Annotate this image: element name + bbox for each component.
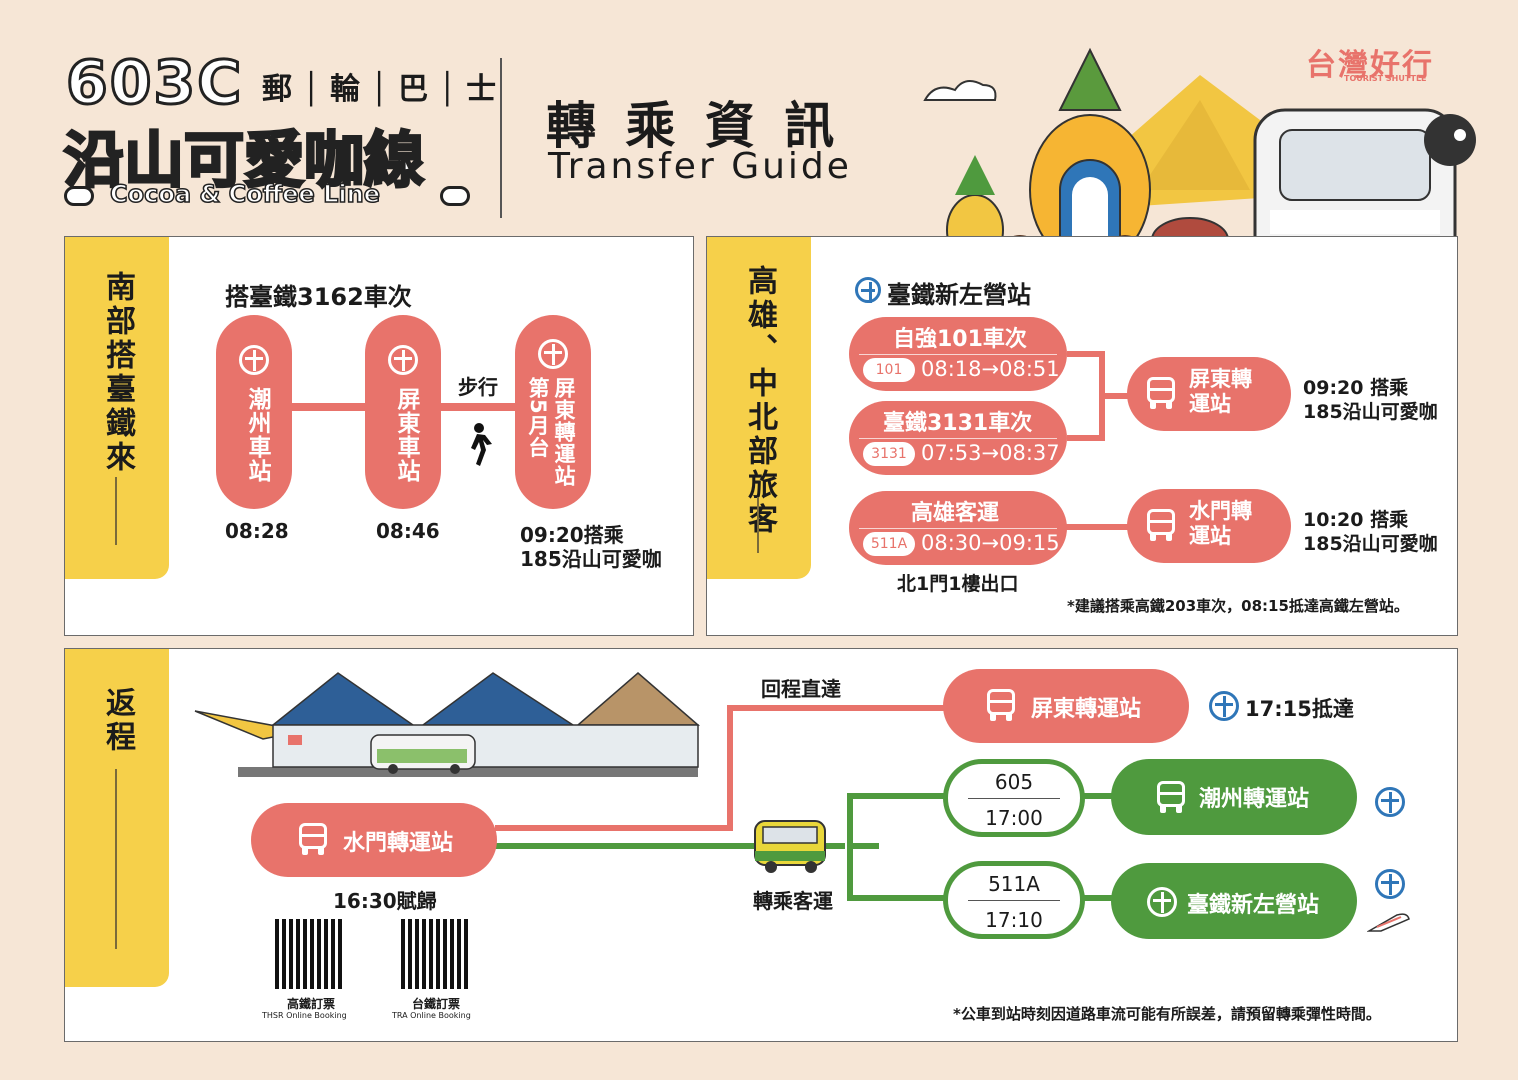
brand-logo-en: TOURIST SHUTTLE — [1344, 74, 1427, 83]
direct-label: 回程直達 — [761, 677, 841, 701]
tra-qr-label: 台鐵訂票 — [412, 997, 461, 1011]
return-panel: 返程 水門轉運站 16:30賦歸 回程直達 屏東轉運站 17:15抵達 — [64, 648, 1458, 1042]
railway-icon — [1375, 787, 1405, 817]
transfer-label: 轉乘客運 — [753, 889, 833, 913]
thsr-qr-code[interactable] — [275, 919, 345, 989]
line-name-en-bar: Cocoa & Coffee Line — [64, 179, 472, 212]
return-origin-time: 16:30賦歸 — [333, 889, 437, 913]
title-zh: 轉 乘 資 訊 — [546, 97, 841, 155]
south-train-title: 搭臺鐵3162車次 — [225, 283, 412, 311]
south-stop-chaozhou-time: 08:28 — [225, 519, 289, 543]
railway-icon — [388, 345, 418, 375]
transfer-bus-icon — [751, 817, 831, 877]
line-name-en: Cocoa & Coffee Line — [109, 179, 381, 209]
thsr-qr-label: 高鐵訂票 — [287, 997, 336, 1011]
line-name: 沿山可愛咖線 — [63, 125, 426, 198]
south-stop-pingtung-time: 08:46 — [376, 519, 440, 543]
south-stop-pingtung: 屏東車站 — [365, 315, 441, 509]
north-route-kaohsiung-bus: 高雄客運 511A 08:30→09:15 — [849, 491, 1067, 565]
south-tab: 南部搭臺鐵來 — [65, 237, 169, 579]
high-speed-rail-icon — [1366, 911, 1411, 933]
north-route-tra3131: 臺鐵3131車次 3131 07:53→08:37 — [849, 401, 1067, 475]
bus-icon — [1157, 781, 1185, 813]
railway-icon — [239, 345, 269, 375]
north-footnote: *建議搭乘高鐵203車次，08:15抵達高鐵左營站。 — [1067, 597, 1409, 615]
return-footnote: *公車到站時刻因道路車流可能有所誤差，請預留轉乘彈性時間。 — [953, 1005, 1381, 1023]
railway-icon — [538, 339, 568, 369]
pineapple-house-icon — [1029, 47, 1151, 266]
north-transfer-pingtung: 屏東轉運站 — [1127, 357, 1291, 431]
walking-person-icon — [463, 423, 493, 467]
railway-icon — [1147, 887, 1177, 917]
route-type: 郵│輪│巴│士 — [262, 72, 507, 107]
north-transfer1-time: 09:20 搭乘 — [1303, 377, 1409, 399]
south-stop-transfer: 屏東轉運站第5月台 — [515, 315, 591, 509]
tra-qr-label-en: TRA Online Booking — [392, 1011, 471, 1020]
header-divider — [500, 58, 502, 218]
return-dest-xinzuoying: 臺鐵新左營站 — [1111, 863, 1357, 939]
south-stop-transfer-time: 09:20搭乘 — [520, 523, 624, 547]
option-511a: 511A 17:10 — [943, 861, 1085, 939]
return-dest-chaozhou: 潮州轉運站 — [1111, 759, 1357, 835]
south-panel: 南部搭臺鐵來 搭臺鐵3162車次 潮州車站 08:28 屏東車站 08:46 步… — [64, 236, 694, 636]
return-tab-label: 返程 — [100, 687, 135, 755]
north-station: 臺鐵新左營站 — [887, 281, 1031, 309]
brand-logo: 台灣好行 — [1306, 48, 1434, 83]
north-panel: 高雄、中北部旅客 臺鐵新左營站 自強101車次 101 08:18→08:51 … — [706, 236, 1458, 636]
north-transfer2-time: 10:20 搭乘 — [1303, 509, 1409, 531]
return-direct-dest: 屏東轉運站 — [943, 669, 1189, 743]
title-en: Transfer Guide — [548, 146, 852, 187]
north-tab: 高雄、中北部旅客 — [707, 237, 811, 579]
direct-arrive: 17:15抵達 — [1245, 697, 1354, 721]
south-tab-label: 南部搭臺鐵來 — [100, 271, 135, 475]
route-number: 603C — [64, 47, 244, 120]
north-transfer-shuimen: 水門轉運站 — [1127, 489, 1291, 563]
walk-label: 步行 — [458, 375, 498, 399]
north-transfer1-line: 185沿山可愛咖 — [1303, 401, 1438, 423]
bus-icon — [1147, 509, 1175, 541]
railway-icon — [855, 277, 881, 303]
railway-icon — [1209, 691, 1239, 721]
south-stop-chaozhou: 潮州車站 — [216, 315, 292, 509]
return-origin: 水門轉運站 — [251, 803, 497, 877]
bus-icon — [299, 823, 327, 855]
north-transfer2-line: 185沿山可愛咖 — [1303, 533, 1438, 555]
thsr-qr-label-en: THSR Online Booking — [262, 1011, 347, 1020]
bus-icon — [987, 689, 1015, 721]
north-route-ziqiang: 自強101車次 101 08:18→08:51 — [849, 317, 1067, 391]
tra-qr-code[interactable] — [401, 919, 471, 989]
railway-icon — [1375, 869, 1405, 899]
north-exit-note: 北1門1樓出口 — [897, 573, 1019, 595]
south-stop-transfer-note: 185沿山可愛咖 — [520, 547, 662, 571]
return-tab: 返程 — [65, 649, 169, 987]
north-tab-label: 高雄、中北部旅客 — [742, 265, 777, 537]
tourist-bus-icon — [370, 734, 476, 774]
bus-icon — [1147, 377, 1175, 409]
option-605: 605 17:00 — [943, 759, 1085, 837]
header-illustration — [910, 40, 1490, 294]
station-illustration — [193, 655, 703, 781]
